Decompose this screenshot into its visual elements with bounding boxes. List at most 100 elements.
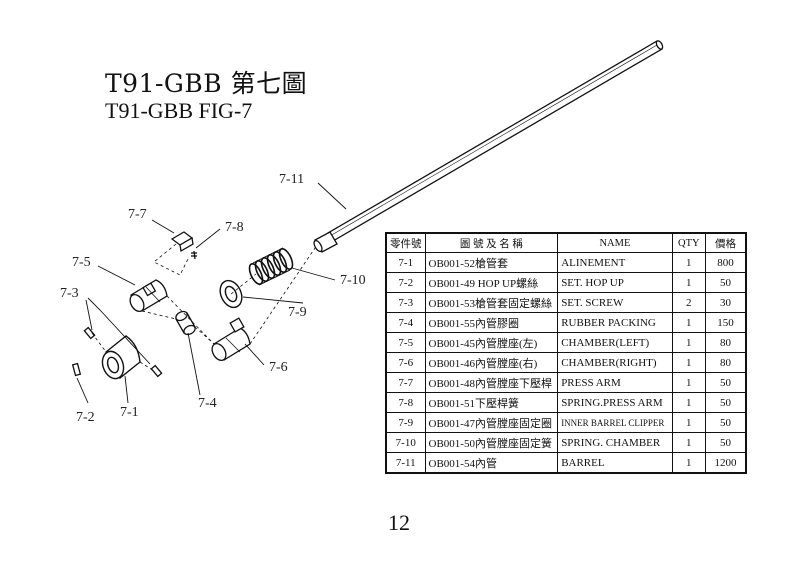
header-part-no: 零件號: [385, 232, 426, 253]
cell-price: 50: [704, 392, 747, 413]
cell-name: SPRING.PRESS ARM: [557, 392, 673, 413]
header-name: NAME: [557, 232, 673, 253]
cell-price: 50: [704, 412, 747, 433]
cell-qty: 1: [671, 352, 706, 373]
cell-price: 150: [704, 312, 747, 333]
cell-name: SET. HOP UP: [557, 272, 673, 293]
cell-part-no: 7-3: [385, 292, 426, 313]
table-row: 7-10 OB001-50內管膛座固定簧 SPRING. CHAMBER 1 5…: [385, 432, 747, 453]
cell-qty: 1: [671, 412, 706, 433]
table-row: 7-4 OB001-55內管膠圈 RUBBER PACKING 1 150: [385, 312, 747, 333]
cell-qty: 1: [671, 252, 706, 273]
callout-7-8: 7-8: [225, 220, 244, 235]
cell-code-name: OB001-49 HOP UP螺絲: [424, 272, 559, 293]
cell-part-no: 7-10: [385, 432, 426, 453]
rubber-packing-part: [175, 310, 196, 336]
cell-name: CHAMBER(LEFT): [557, 332, 673, 353]
cell-code-name: OB001-50內管膛座固定簧: [424, 432, 559, 453]
cell-price: 1200: [704, 452, 747, 474]
cell-qty: 1: [671, 312, 706, 333]
callout-7-5: 7-5: [72, 255, 91, 270]
cell-part-no: 7-1: [385, 252, 426, 273]
cell-price: 50: [704, 372, 747, 393]
cell-part-no: 7-9: [385, 412, 426, 433]
cell-name: ALINEMENT: [557, 252, 673, 273]
cell-name: PRESS ARM: [557, 372, 673, 393]
callout-7-7: 7-7: [128, 207, 147, 222]
chamber-right-part: [211, 317, 251, 362]
table-row: 7-8 OB001-51下壓桿簧 SPRING.PRESS ARM 1 50: [385, 392, 747, 413]
title-line-2: T91-GBB FIG-7: [105, 98, 253, 123]
header-qty: QTY: [671, 232, 706, 253]
callout-7-9: 7-9: [288, 305, 307, 320]
cell-price: 80: [704, 352, 747, 373]
callout-7-11: 7-11: [279, 172, 305, 187]
table-row: 7-6 OB001-46內管膛座(右) CHAMBER(RIGHT) 1 80: [385, 352, 747, 373]
callout-7-4: 7-4: [198, 396, 217, 411]
cell-qty: 1: [671, 452, 706, 474]
cell-qty: 1: [671, 272, 706, 293]
assembly-guide-lines: [91, 243, 316, 372]
cell-name: INNER BARREL CLIPPER: [557, 412, 673, 433]
cell-code-name: OB001-45內管膛座(左): [424, 332, 559, 353]
cell-price: 800: [704, 252, 747, 273]
cell-price: 50: [704, 272, 747, 293]
cell-code-name: OB001-48內管膛座下壓桿: [424, 372, 559, 393]
callout-7-3: 7-3: [60, 286, 79, 301]
header-code-name: 圖 號 及 名 稱: [424, 232, 559, 253]
hop-up-screw-part: [71, 362, 82, 377]
cell-code-name: OB001-51下壓桿簧: [424, 392, 559, 413]
cell-price: 50: [704, 432, 747, 453]
table-header-row: 零件號 圖 號 及 名 稱 NAME QTY 價格: [385, 232, 747, 253]
cell-code-name: OB001-46內管膛座(右): [424, 352, 559, 373]
title-line-1: T91-GBB 第七圖: [105, 69, 308, 98]
cell-qty: 2: [671, 292, 706, 313]
callout-7-10: 7-10: [340, 273, 366, 288]
table-row: 7-9 OB001-47內管膛座固定圈 INNER BARREL CLIPPER…: [385, 412, 747, 433]
cell-name: SPRING. CHAMBER: [557, 432, 673, 453]
cell-part-no: 7-5: [385, 332, 426, 353]
cell-name: BARREL: [557, 452, 673, 474]
cell-qty: 1: [671, 432, 706, 453]
table-row: 7-2 OB001-49 HOP UP螺絲 SET. HOP UP 1 50: [385, 272, 747, 293]
set-screw-parts: [83, 326, 163, 378]
cell-code-name: OB001-52槍管套: [424, 252, 559, 273]
cell-part-no: 7-11: [385, 452, 426, 474]
table-row: 7-1 OB001-52槍管套 ALINEMENT 1 800: [385, 252, 747, 273]
cell-name: CHAMBER(RIGHT): [557, 352, 673, 373]
cell-code-name: OB001-55內管膠圈: [424, 312, 559, 333]
press-arm-part: [170, 231, 194, 253]
chamber-spring-part: [248, 247, 294, 286]
parts-table: 零件號 圖 號 及 名 稱 NAME QTY 價格 7-1 OB001-52槍管…: [385, 232, 747, 474]
cell-part-no: 7-2: [385, 272, 426, 293]
cell-part-no: 7-4: [385, 312, 426, 333]
table-row: 7-7 OB001-48內管膛座下壓桿 PRESS ARM 1 50: [385, 372, 747, 393]
cell-part-no: 7-8: [385, 392, 426, 413]
cell-code-name: OB001-47內管膛座固定圈: [424, 412, 559, 433]
cell-qty: 1: [671, 392, 706, 413]
callout-7-1: 7-1: [120, 405, 139, 420]
table-row: 7-5 OB001-45內管膛座(左) CHAMBER(LEFT) 1 80: [385, 332, 747, 353]
callout-7-2: 7-2: [76, 410, 95, 425]
callout-7-6: 7-6: [269, 360, 288, 375]
cell-code-name: OB001-53槍管套固定螺絲: [424, 292, 559, 313]
cell-qty: 1: [671, 372, 706, 393]
page-number: 12: [388, 510, 410, 535]
cell-price: 30: [704, 292, 747, 313]
cell-part-no: 7-7: [385, 372, 426, 393]
chamber-left-part: [129, 279, 168, 313]
table-row: 7-11 OB001-54內管 BARREL 1 1200: [385, 452, 747, 474]
header-price: 價格: [704, 232, 747, 253]
press-arm-spring-part: [191, 250, 197, 260]
alinement-part: [101, 335, 141, 380]
cell-price: 80: [704, 332, 747, 353]
cell-code-name: OB001-54內管: [424, 452, 559, 474]
cell-part-no: 7-6: [385, 352, 426, 373]
cell-qty: 1: [671, 332, 706, 353]
cell-name: SET. SCREW: [557, 292, 673, 313]
callout-leader-lines: [76, 182, 347, 404]
barrel-part: [313, 40, 664, 253]
table-row: 7-3 OB001-53槍管套固定螺絲 SET. SCREW 2 30: [385, 292, 747, 313]
cell-name: RUBBER PACKING: [557, 312, 673, 333]
